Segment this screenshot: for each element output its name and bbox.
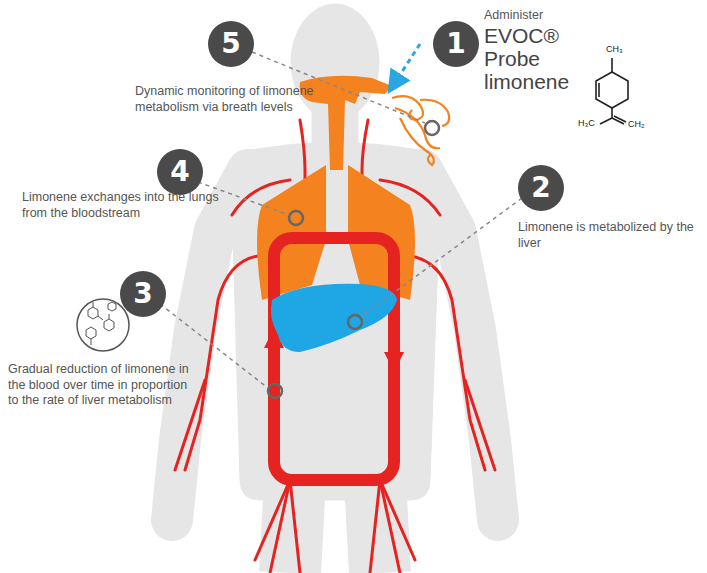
breath-swirls	[392, 96, 449, 165]
chemical-group: CH₃	[606, 44, 646, 55]
probe-name: EVOC® Probe limonene	[484, 24, 614, 93]
administer-arrow	[394, 44, 420, 84]
step-caption: Dynamic monitoring of limonene metabolis…	[135, 84, 315, 115]
callout-circle: 5	[208, 21, 254, 67]
callout-number: 1	[446, 30, 465, 58]
callout-circle: 3	[120, 271, 166, 317]
chemical-group: CH₂	[628, 119, 658, 130]
step-caption: Gradual reduction of limonene in the blo…	[8, 362, 190, 409]
flow-arrow	[384, 352, 404, 372]
blood-vessels	[175, 120, 495, 573]
marker-rings	[268, 121, 439, 398]
callout-number: 5	[221, 30, 240, 58]
callout-number: 2	[531, 174, 550, 202]
limonene-structure	[596, 58, 628, 124]
chemical-group: H₃C	[578, 118, 608, 129]
callout-number: 4	[170, 158, 189, 186]
step-caption: Administer	[484, 8, 634, 24]
callout-circle: 1	[433, 21, 479, 67]
step-caption: Limonene exchanges into the lungs from t…	[22, 190, 227, 221]
molecule-bubble	[77, 299, 129, 351]
callout-circle: 4	[157, 149, 203, 195]
liver	[271, 284, 397, 352]
molecule-icons	[86, 302, 116, 345]
callout-number: 3	[133, 280, 152, 308]
circulation-loop	[274, 238, 394, 480]
step-caption: Limonene is metabolized by the liver	[518, 220, 703, 251]
callout-circle: 2	[518, 165, 564, 211]
